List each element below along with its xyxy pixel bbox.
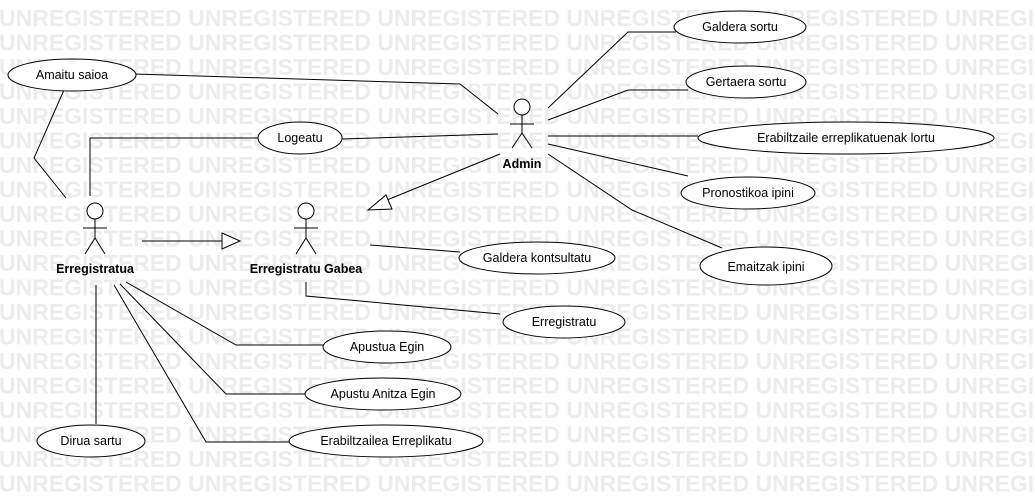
actor-erregistratua[interactable]: Erregistratua (56, 202, 135, 276)
assoc-erregistratua-apustua (125, 281, 324, 346)
watermark-row: UNREGISTERED UNREGISTERED UNREGISTERED U… (0, 471, 1035, 497)
use-case-dirua-sartu-label: Dirua sartu (60, 434, 121, 448)
watermark-row: UNREGISTERED UNREGISTERED UNREGISTERED U… (0, 397, 1035, 423)
watermark-row: UNREGISTERED UNREGISTERED UNREGISTERED U… (0, 54, 1035, 80)
use-case-emaitzak-ipini-label: Emaitzak ipini (727, 260, 804, 274)
use-case-galdera-sortu-label: Galdera sortu (702, 20, 778, 34)
use-case-apustu-anitza-egin[interactable]: Apustu Anitza Egin (304, 377, 462, 411)
actor-erregistratu-gabea[interactable]: Erregistratu Gabea (250, 202, 364, 276)
assoc-admin-gertaera-sortu (547, 89, 688, 121)
assoc-erregistratua-erabiltzailea-erreplikatu (113, 284, 292, 443)
watermark-row: UNREGISTERED UNREGISTERED UNREGISTERED U… (0, 5, 1035, 31)
watermark-row: UNREGISTERED UNREGISTERED UNREGISTERED U… (0, 373, 1035, 399)
watermark-row: UNREGISTERED UNREGISTERED UNREGISTERED U… (0, 348, 1035, 374)
watermark-row: UNREGISTERED UNREGISTERED UNREGISTERED U… (0, 152, 1035, 178)
use-case-gertaera-sortu-label: Gertaera sortu (706, 75, 787, 89)
use-case-logeatu-label: Logeatu (277, 131, 322, 145)
watermark-row: UNREGISTERED UNREGISTERED UNREGISTERED U… (0, 201, 1035, 227)
use-case-emaitzak-ipini[interactable]: Emaitzak ipini (699, 246, 833, 286)
use-case-apustua-egin-label: Apustua Egin (350, 340, 424, 354)
use-case-galdera-kontsultatu[interactable]: Galdera kontsultatu (458, 241, 616, 275)
generalization-erregistratua-arrowhead (221, 232, 242, 250)
actor-admin-label: Admin (503, 157, 542, 171)
assoc-admin-logeatu (341, 133, 499, 140)
watermark-row: UNREGISTERED UNREGISTERED UNREGISTERED U… (0, 177, 1035, 203)
watermark-row: UNREGISTERED UNREGISTERED UNREGISTERED U… (0, 495, 1035, 500)
assoc-admin-amaitu-saioa (133, 73, 499, 115)
actor-erregistratua-label: Erregistratua (56, 262, 135, 276)
actor-erregistratua-figure (83, 202, 107, 255)
generalization-admin-arrowhead (366, 194, 393, 211)
assoc-erregistratua-apustu-anitza (119, 283, 308, 395)
use-case-erregistratu-label: Erregistratu (532, 315, 597, 329)
use-case-apustua-egin[interactable]: Apustua Egin (322, 330, 452, 364)
generalization-admin-line (381, 153, 501, 203)
use-case-apustu-anitza-egin-label: Apustu Anitza Egin (331, 387, 436, 401)
use-case-logeatu[interactable]: Logeatu (257, 121, 343, 155)
watermark-row: UNREGISTERED UNREGISTERED UNREGISTERED U… (0, 422, 1035, 448)
assoc-gabea-galdera-kontsultatu (369, 244, 461, 253)
actor-admin[interactable]: Admin (503, 98, 542, 171)
watermark-row: UNREGISTERED UNREGISTERED UNREGISTERED U… (0, 30, 1035, 56)
use-case-amaitu-saioa-label: Amaitu saioa (36, 68, 108, 82)
use-case-dirua-sartu[interactable]: Dirua sartu (36, 424, 146, 458)
assoc-erregistratua-logeatu (89, 137, 262, 196)
use-case-erabiltzaile-erreplikatuenak-lortu[interactable]: Erabiltzaile erreplikatuenak lortu (697, 121, 995, 155)
use-case-erabiltzaile-erreplikatuenak-lortu-label: Erabiltzaile erreplikatuenak lortu (757, 131, 935, 145)
assoc-admin-galdera-sortu (547, 31, 676, 109)
assoc-gabea-erregistratu (305, 282, 501, 315)
watermark-row: UNREGISTERED UNREGISTERED UNREGISTERED U… (0, 446, 1035, 472)
associations (33, 31, 723, 443)
use-case-galdera-kontsultatu-label: Galdera kontsultatu (483, 251, 591, 265)
actor-erregistratu-gabea-figure (294, 202, 318, 255)
assoc-erregistratua-amaitu-saioa (33, 89, 67, 199)
watermark-row: UNREGISTERED UNREGISTERED UNREGISTERED U… (0, 275, 1035, 301)
use-case-pronostikoa-ipini-label: Pronostikoa ipini (702, 186, 794, 200)
use-case-pronostikoa-ipini[interactable]: Pronostikoa ipini (680, 176, 816, 210)
actor-erregistratu-gabea-label: Erregistratu Gabea (250, 262, 364, 276)
use-case-amaitu-saioa[interactable]: Amaitu saioa (7, 58, 137, 92)
assoc-admin-emaitzak (547, 153, 723, 249)
actor-admin-figure (510, 98, 534, 149)
use-case-galdera-sortu[interactable]: Galdera sortu (673, 10, 807, 44)
use-case-erregistratu[interactable]: Erregistratu (502, 305, 626, 339)
assoc-admin-pronostikoa (547, 143, 689, 177)
use-case-erabiltzailea-erreplikatu-label: Erabiltzailea Erreplikatu (320, 434, 451, 448)
generalizations (142, 153, 501, 250)
use-case-erabiltzailea-erreplikatu[interactable]: Erabiltzailea Erreplikatu (288, 424, 484, 458)
use-case-gertaera-sortu[interactable]: Gertaera sortu (685, 65, 807, 99)
